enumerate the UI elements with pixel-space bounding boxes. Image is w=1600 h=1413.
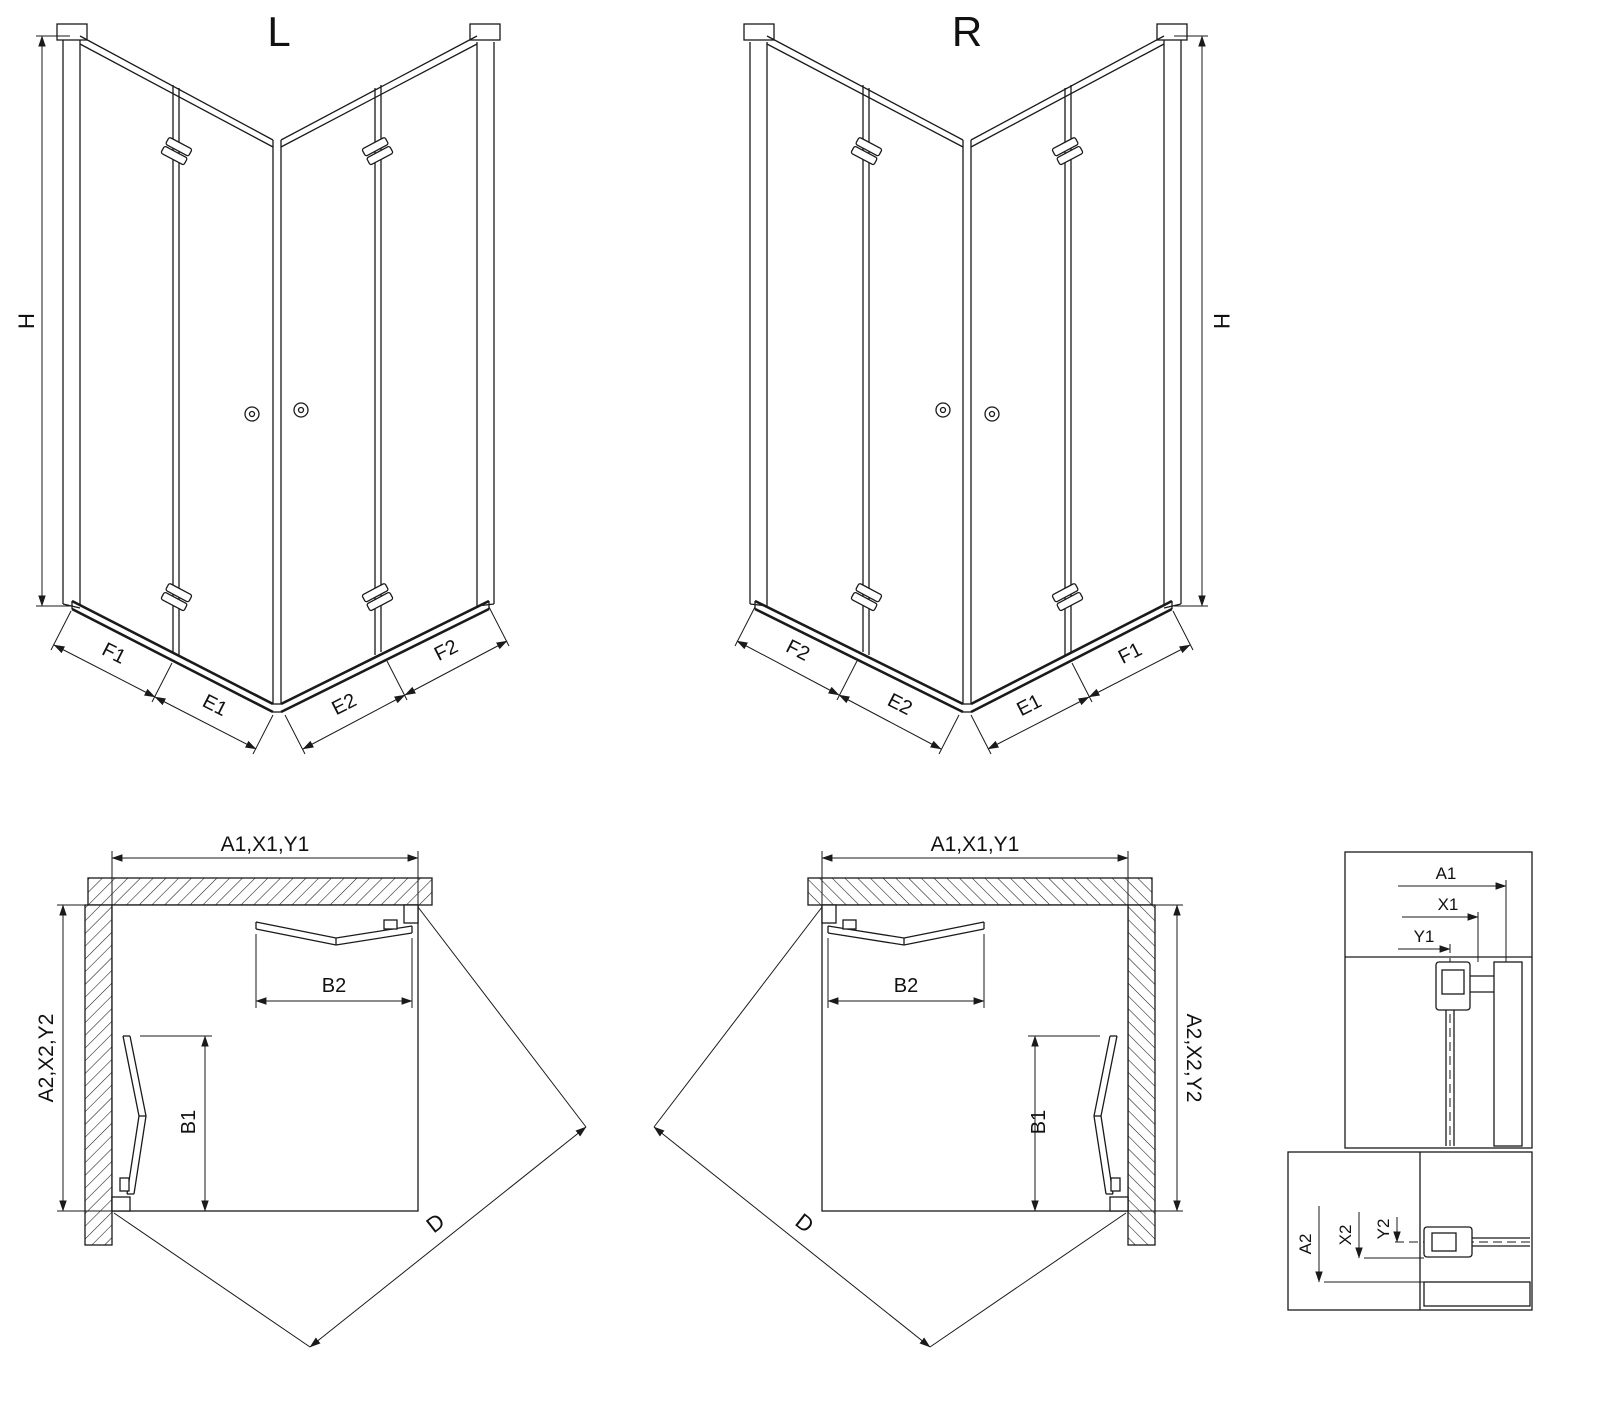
detail-bottom-a2: A2 (1296, 1234, 1315, 1255)
dim-label-e2-left: E2 (328, 689, 360, 720)
glass-holder-section (1435, 961, 1471, 1011)
plan-left-b2: B2 (322, 975, 346, 997)
wall-profile-left (56, 23, 88, 609)
plan-left-side-dim: A2,X2,Y2 (35, 1014, 58, 1103)
wall-profile-right (469, 23, 501, 607)
glass-holder-section (1423, 1226, 1473, 1258)
dim-D-diagonal (113, 906, 587, 1348)
corner-posts (111, 904, 419, 1212)
detail-section-bottom (1287, 1151, 1533, 1311)
plan-left-b1: B1 (178, 1110, 200, 1134)
dim-A2X2Y2 (57, 904, 112, 1212)
view-title-left: L (267, 8, 290, 55)
dim-A1X1Y1 (111, 851, 419, 905)
dim-label-e2-right: E2 (884, 689, 916, 720)
dim-label-e1-left: E1 (199, 690, 231, 721)
plan-right-view (654, 851, 1183, 1347)
dim-B2 (255, 934, 413, 1008)
plan-right-d: D (791, 1208, 819, 1237)
dim-label-h-right: H (1209, 313, 1234, 329)
dim-label-h-left: H (14, 313, 39, 329)
dim-chain-right-E-F (284, 606, 510, 755)
plan-left-top-dim: A1,X1,Y1 (221, 833, 310, 856)
dim-label-f2-right: F2 (782, 636, 813, 666)
plan-right-top-dim: A1,X1,Y1 (931, 833, 1020, 856)
view-title-right: R (952, 8, 982, 55)
detail-bottom-y2: Y2 (1374, 1219, 1393, 1240)
plan-left-view (57, 851, 587, 1348)
fold-hinge-brackets (160, 137, 394, 612)
folded-door-side (119, 1035, 147, 1195)
door-knobs (244, 402, 309, 422)
left-bifold-panels (79, 35, 274, 704)
dim-B1 (140, 1035, 212, 1212)
detail-section-top (1344, 851, 1533, 1149)
detail-top-a1: A1 (1436, 864, 1457, 883)
plan-right-side-dim: A2,X2,Y2 (1182, 1014, 1205, 1103)
plan-left-d: D (421, 1208, 449, 1237)
dim-chain-left-F-E (50, 610, 274, 755)
dim-height-H (36, 35, 70, 607)
wall-top-hatched (87, 877, 433, 906)
dim-label-f2-left: F2 (431, 636, 462, 666)
folded-door-top (255, 919, 413, 946)
perspective-left-view (36, 23, 510, 755)
dim-label-f1-left: F1 (98, 639, 129, 669)
wall-profile-section (1423, 1281, 1531, 1307)
plan-right-b2: B2 (894, 975, 918, 997)
wall-side-hatched (84, 904, 113, 1246)
right-bifold-panels (280, 35, 478, 704)
detail-top-y1: Y1 (1414, 927, 1435, 946)
plan-right-b1: B1 (1028, 1110, 1050, 1134)
shower-tray (111, 904, 419, 1212)
dim-label-e1-right: E1 (1013, 690, 1045, 721)
dim-label-f1-right: F1 (1115, 639, 1146, 669)
detail-top-x1: X1 (1438, 895, 1459, 914)
wall-profile-section (1493, 961, 1523, 1147)
detail-bottom-x2: X2 (1336, 1225, 1355, 1246)
